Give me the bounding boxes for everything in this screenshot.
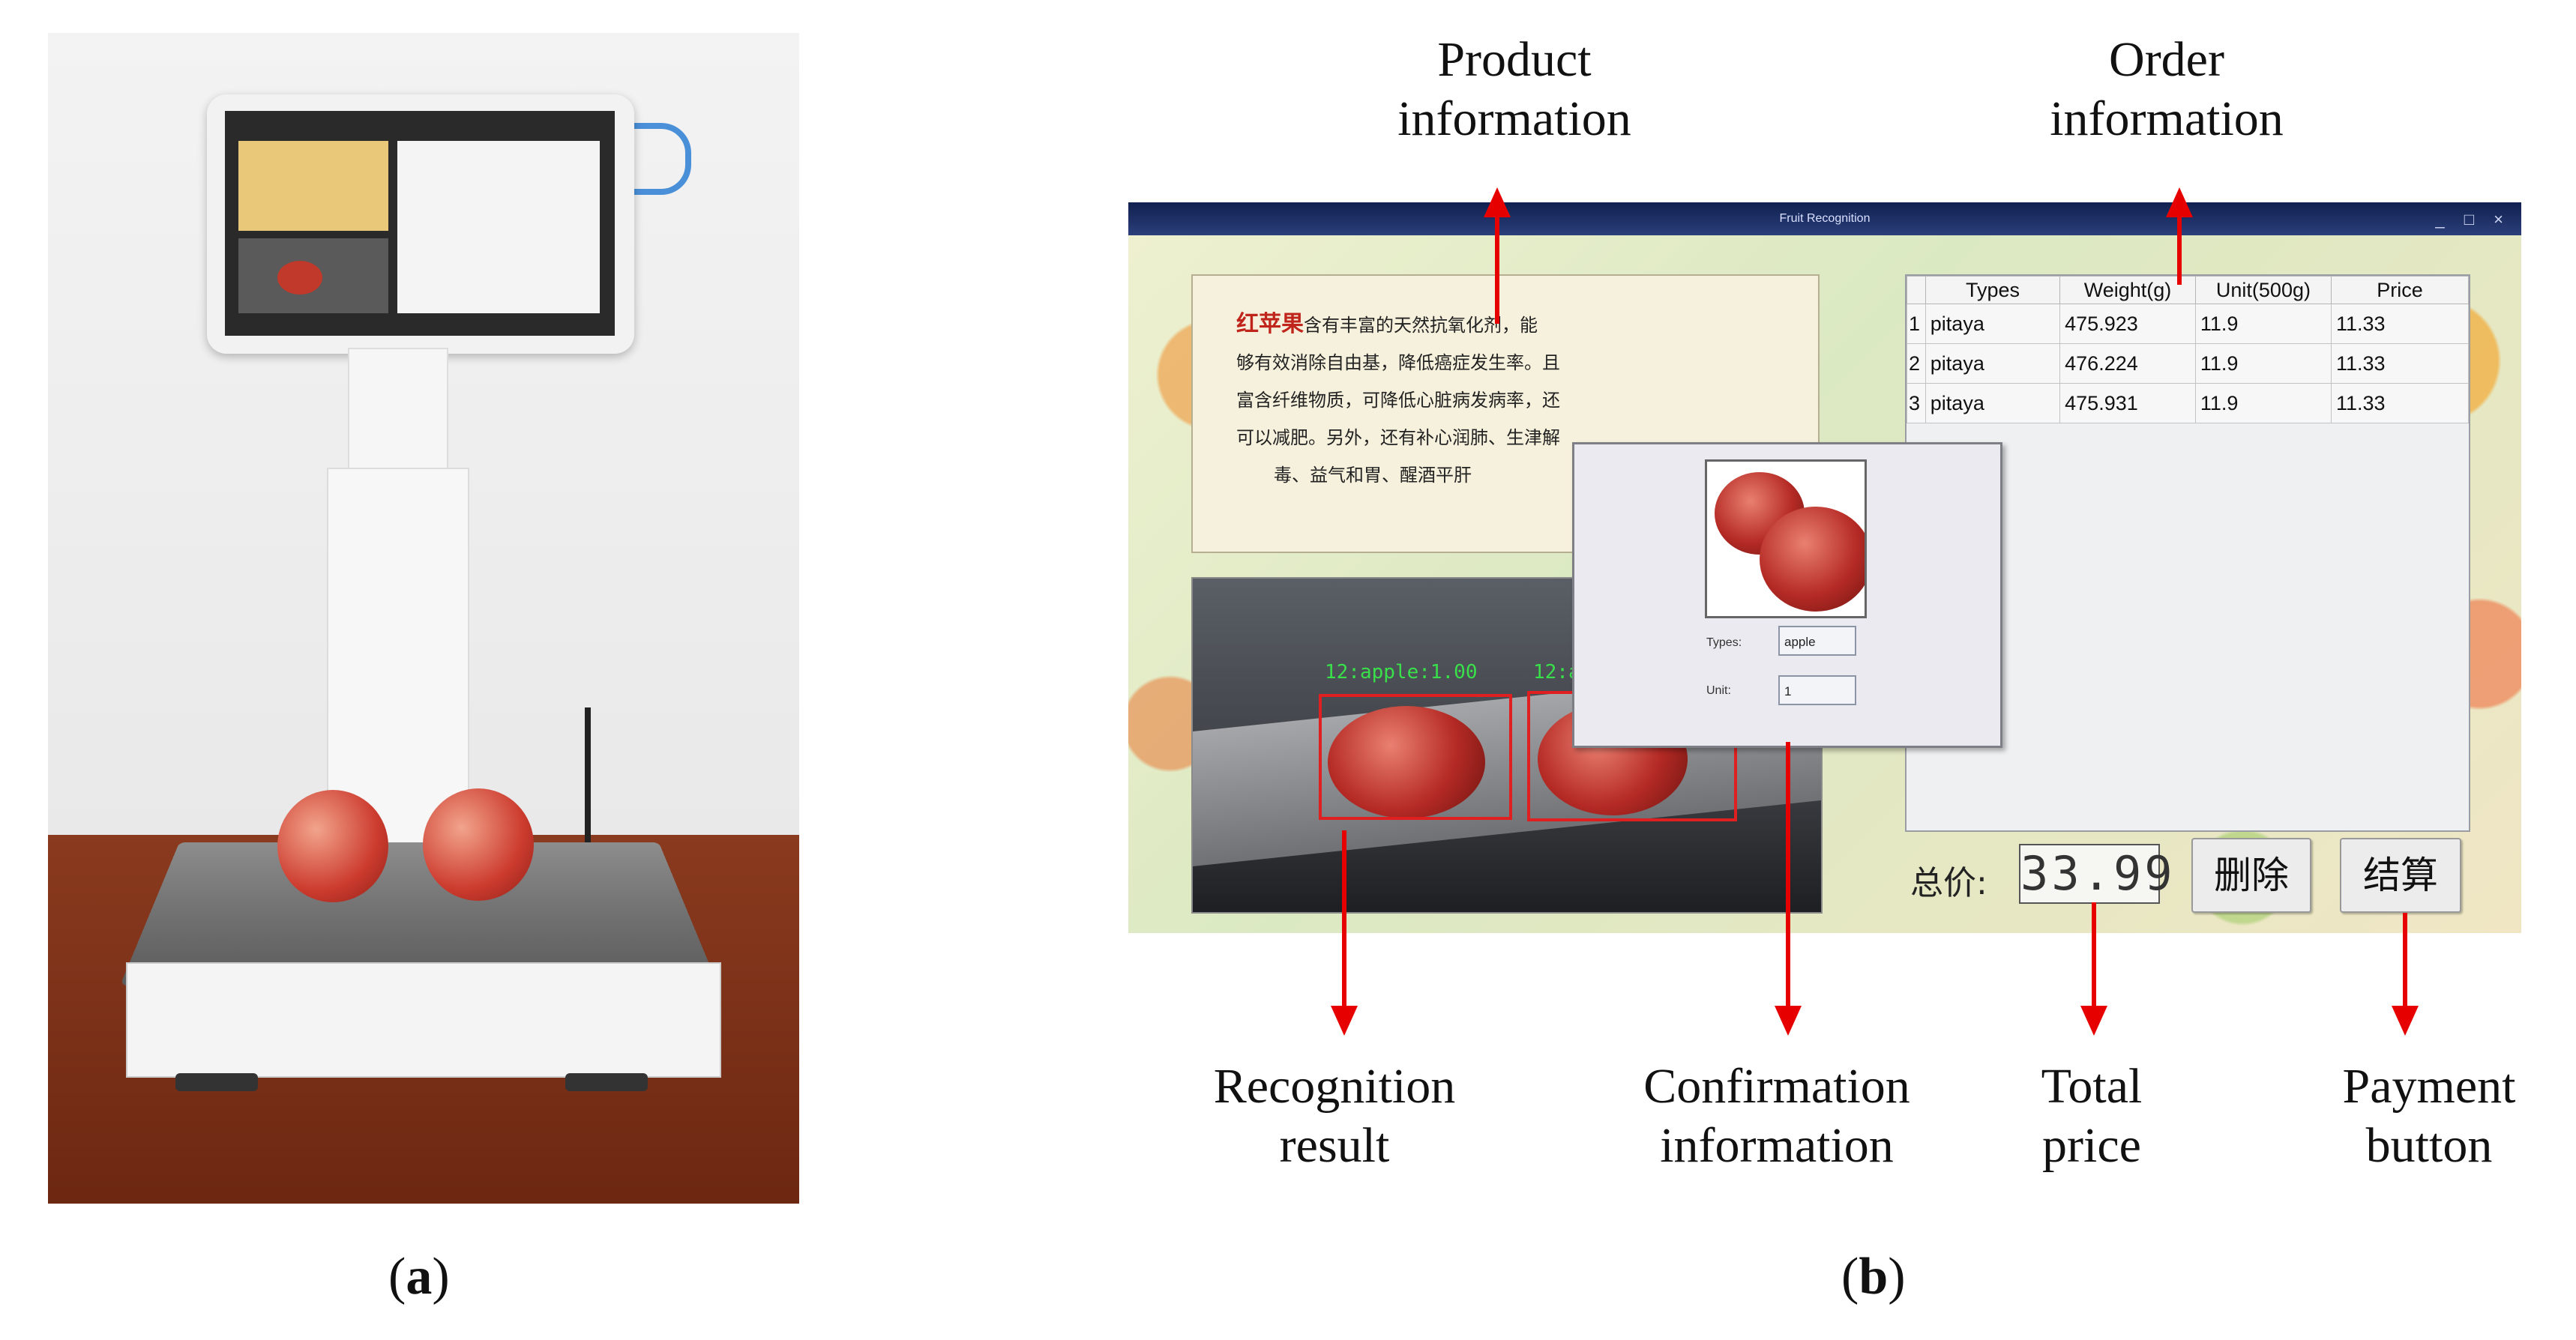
- detected-apple: [1328, 706, 1485, 818]
- confirmation-thumbnail: [1705, 459, 1867, 618]
- annotation-recognition-result: Recognition result: [1213, 1059, 1456, 1174]
- photo-apple: [423, 788, 534, 901]
- annotation-payment-button: Payment button: [2342, 1059, 2516, 1174]
- types-field[interactable]: apple: [1778, 626, 1856, 656]
- table-row[interactable]: 3 pitaya 475.931 11.9 11.33: [1907, 383, 2470, 423]
- arrow-up-icon: [1484, 187, 1511, 217]
- app-window: Fruit Recognition _ □ × 红苹果含有丰富的天然抗氧化剂，能…: [1128, 202, 2521, 933]
- arrow-shaft: [2092, 902, 2096, 1010]
- order-table-header: Types Weight(g) Unit(500g) Price: [1907, 276, 2470, 304]
- photo-monitor-screen: [225, 111, 615, 336]
- confirmation-dialog: Types: apple Unit: 1: [1572, 442, 2002, 748]
- arrow-shaft: [1495, 216, 1499, 324]
- total-price-display: 33.99: [2019, 844, 2173, 904]
- annotation-product-information: Product information: [1397, 32, 1631, 147]
- product-desc-line-3: 富含纤维物质，可降低心脏病发病率，还: [1236, 390, 1560, 411]
- col-price[interactable]: Price: [2330, 276, 2470, 304]
- panel-b-label: (b): [1841, 1248, 1906, 1306]
- arrow-shaft: [1786, 742, 1790, 1010]
- delete-button[interactable]: 删除: [2191, 838, 2311, 913]
- checkout-button[interactable]: 结算: [2340, 838, 2461, 913]
- window-title: Fruit Recognition: [1779, 212, 1871, 225]
- photo-monitor: [207, 94, 634, 354]
- detection-box: [1319, 694, 1512, 820]
- photo-antenna: [585, 707, 591, 857]
- window-controls[interactable]: _ □ ×: [2435, 210, 2511, 229]
- annotation-total-price: Total price: [2041, 1059, 2143, 1174]
- order-table: Types Weight(g) Unit(500g) Price 1 pitay…: [1907, 276, 2470, 423]
- photo-foot: [175, 1073, 258, 1091]
- unit-field[interactable]: 1: [1778, 675, 1856, 705]
- arrow-down-icon: [1331, 1006, 1358, 1036]
- annotation-confirmation-information: Confirmation information: [1643, 1059, 1910, 1174]
- arrow-down-icon: [2080, 1006, 2107, 1036]
- arrow-shaft: [2403, 913, 2407, 1010]
- col-unit[interactable]: Unit(500g): [2194, 276, 2332, 304]
- table-row[interactable]: 2 pitaya 476.224 11.9 11.33: [1907, 343, 2470, 384]
- arrow-up-icon: [2166, 187, 2193, 217]
- scale-photo: [48, 33, 799, 1204]
- product-desc-line-5: 毒、益气和胃、醒酒平肝: [1274, 465, 1472, 486]
- photo-scale-base: [126, 962, 721, 1078]
- arrow-down-icon: [2392, 1006, 2419, 1036]
- product-desc-line-4: 可以减肥。另外，还有补心润肺、生津解: [1236, 427, 1560, 448]
- col-types[interactable]: Types: [1925, 276, 2061, 304]
- annotation-order-information: Order information: [2050, 32, 2284, 147]
- arrow-down-icon: [1775, 1006, 1802, 1036]
- photo-cable: [633, 123, 691, 195]
- arrow-shaft: [2177, 216, 2182, 285]
- title-bar: Fruit Recognition _ □ ×: [1128, 202, 2521, 235]
- product-name: 红苹果: [1236, 311, 1304, 337]
- photo-apple: [277, 790, 388, 902]
- product-desc-line-1: 红苹果含有丰富的天然抗氧化剂，能: [1236, 311, 1538, 337]
- unit-label: Unit:: [1706, 684, 1731, 697]
- table-row[interactable]: 1 pitaya 475.923 11.9 11.33: [1907, 304, 2470, 344]
- types-label: Types:: [1706, 636, 1742, 649]
- photo-foot: [565, 1073, 648, 1091]
- product-desc-line-2: 够有效消除自由基，降低癌症发生率。且: [1236, 352, 1560, 373]
- panel-a-label: (a): [388, 1248, 450, 1306]
- detection-label: 12:apple:1.00: [1325, 661, 1478, 683]
- total-price-label: 总价:: [1910, 864, 1987, 902]
- photo-neck: [348, 348, 448, 471]
- arrow-shaft: [1342, 830, 1346, 1010]
- col-weight[interactable]: Weight(g): [2059, 276, 2196, 304]
